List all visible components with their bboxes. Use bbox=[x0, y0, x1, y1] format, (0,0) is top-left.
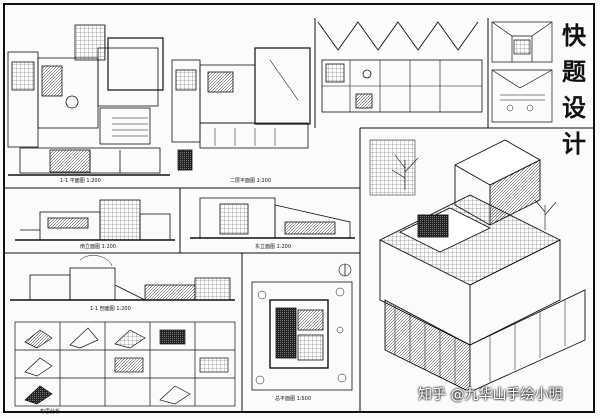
title-char-2: 题 bbox=[562, 57, 586, 86]
analysis-diagrams bbox=[14, 321, 236, 407]
east-elevation bbox=[190, 197, 355, 239]
south-elevation bbox=[15, 199, 175, 241]
label-analysis: 构思分析 bbox=[40, 409, 61, 415]
label-east-elevation: 东立面图 1:200 bbox=[255, 244, 291, 250]
title-char-4: 计 bbox=[562, 129, 586, 158]
label-south-elevation: 南立面图 1:200 bbox=[80, 244, 116, 250]
sheet-border bbox=[3, 3, 595, 413]
section-drawing bbox=[10, 255, 235, 301]
plan-second-floor bbox=[171, 47, 311, 171]
title-char-1: 快 bbox=[562, 21, 586, 50]
watermark: 知乎 @九华山手绘小明 bbox=[418, 387, 563, 403]
site-plan bbox=[251, 263, 353, 391]
sheet-title: 快 题 设 计 bbox=[555, 18, 593, 168]
axonometric-view bbox=[369, 139, 586, 393]
title-char-3: 设 bbox=[562, 93, 586, 122]
panel-dividers bbox=[5, 18, 595, 413]
label-plan-2: 二层平面图 1:200 bbox=[230, 178, 271, 184]
label-section: 1-1 剖面图 1:200 bbox=[90, 306, 131, 312]
label-plan-1: 1-1 平面图 1:200 bbox=[60, 178, 101, 184]
interior-perspective bbox=[491, 21, 553, 123]
plan-ground-floor bbox=[7, 24, 170, 176]
plan-third-floor bbox=[317, 21, 483, 113]
label-site-plan: 总平面图 1:500 bbox=[275, 396, 311, 402]
